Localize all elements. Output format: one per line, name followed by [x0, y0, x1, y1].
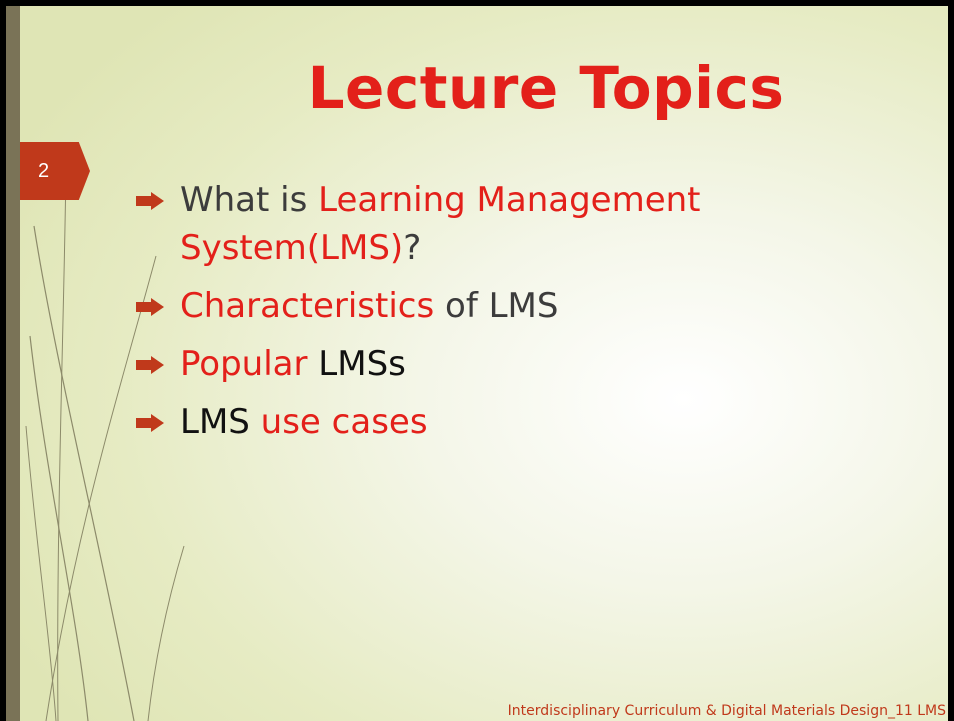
- topic-list: What is Learning Management System(LMS)?…: [134, 176, 854, 456]
- slide-number-badge: 2: [20, 142, 90, 200]
- decorative-lines: [25, 165, 185, 721]
- bullet-text-highlight: Characteristics: [180, 286, 435, 326]
- bullet-arrow-icon: [136, 414, 164, 432]
- left-accent-bar: [6, 6, 20, 721]
- bullet-arrow-icon: [136, 298, 164, 316]
- slide-footer: Interdisciplinary Curriculum & Digital M…: [507, 703, 946, 719]
- slide-title: Lecture Topics: [307, 54, 785, 122]
- list-item: Popular LMSs: [134, 340, 854, 388]
- bullet-arrow-icon: [136, 356, 164, 374]
- bullet-text: LMSs: [307, 344, 406, 384]
- bullet-text: LMS: [180, 402, 261, 442]
- list-item: LMS use cases: [134, 398, 854, 446]
- bullet-text: What is: [180, 180, 319, 220]
- bullet-text-highlight: Learning Management System(LMS): [180, 180, 701, 268]
- bullet-text: of LMS: [434, 286, 559, 326]
- bullet-text-highlight: Popular: [180, 344, 308, 384]
- bullet-text-highlight: use cases: [260, 402, 428, 442]
- list-item: Characteristics of LMS: [134, 282, 854, 330]
- slide: 2 Lecture Topics What is Learning Manage…: [6, 6, 948, 721]
- bullet-arrow-icon: [136, 192, 164, 210]
- list-item: What is Learning Management System(LMS)?: [134, 176, 854, 272]
- bullet-text: ?: [403, 228, 422, 268]
